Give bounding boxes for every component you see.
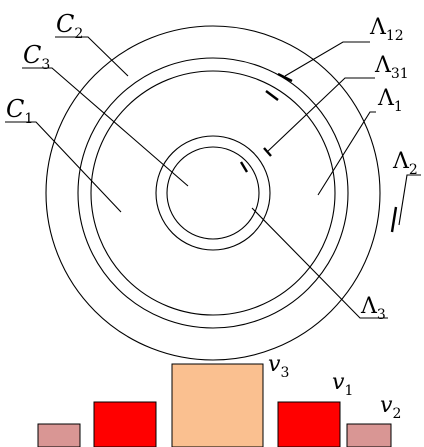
bars — [37, 363, 392, 447]
bar-2 — [93, 401, 157, 447]
bar-4 — [277, 401, 341, 447]
label-lambda-2: Λ2 — [392, 149, 418, 178]
tick-mark — [239, 161, 249, 173]
leader-lines — [5, 36, 421, 319]
labels: C2 C3 C1 Λ12 Λ31 Λ1 Λ2 Λ3 — [6, 10, 418, 323]
label-lambda-1: Λ1 — [377, 86, 403, 115]
bar-1 — [37, 423, 81, 447]
leader-l1 — [317, 111, 376, 196]
leader-c2 — [55, 36, 129, 77]
leader-l2 — [398, 174, 421, 226]
leader-l12 — [284, 41, 370, 77]
boundary-ticks — [239, 72, 398, 233]
leader-l3 — [251, 207, 388, 319]
label-lambda-31: Λ31 — [374, 53, 409, 82]
bar-label-v3: v3 — [268, 352, 289, 381]
core-circle-outer — [155, 135, 271, 251]
bar-5 — [346, 423, 392, 447]
label-c3: C3 — [23, 41, 50, 73]
label-c1: C1 — [6, 95, 33, 127]
bar-labels: v3 v1 v2 — [268, 352, 401, 422]
tick-mark — [265, 90, 279, 101]
leader-l31 — [266, 77, 375, 153]
ring-circle-inner — [90, 70, 336, 316]
core-circle-inner — [166, 146, 260, 240]
tick-mark — [390, 206, 398, 233]
label-c2: C2 — [56, 10, 83, 42]
label-lambda-3: Λ3 — [360, 294, 386, 323]
bar-label-v1: v1 — [332, 370, 353, 399]
leader-c3 — [22, 67, 189, 187]
circles — [45, 25, 381, 361]
outer-circle — [45, 25, 381, 361]
label-lambda-12: Λ12 — [369, 15, 404, 44]
leader-c1 — [5, 121, 122, 213]
ring-circle-outer — [77, 57, 349, 329]
bar-label-v2: v2 — [380, 393, 401, 422]
bar-3 — [171, 363, 264, 447]
tick-mark — [277, 72, 293, 83]
